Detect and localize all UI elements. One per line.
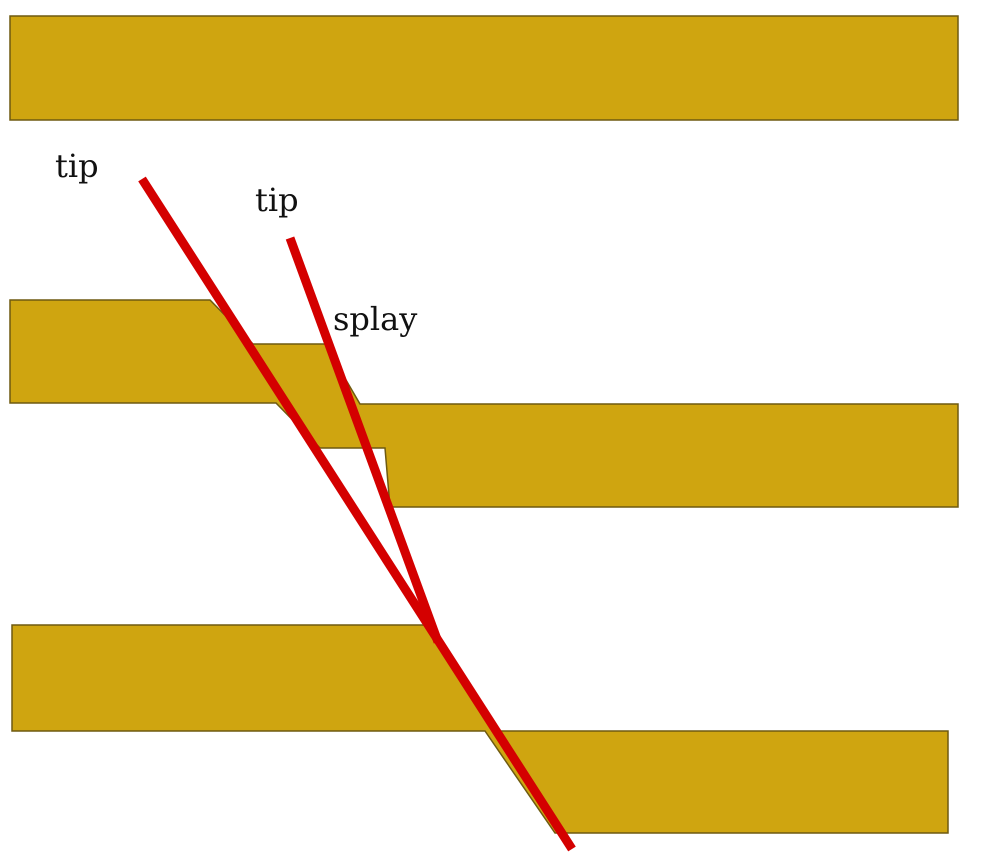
layer-top	[9, 15, 959, 121]
fault-line-splay	[285, 236, 443, 644]
label-splay: splay	[333, 300, 417, 338]
layer-middle-offset	[9, 299, 959, 508]
label-tip-left: tip	[55, 147, 99, 185]
fault-line-main	[138, 176, 576, 852]
label-tip-right: tip	[255, 181, 299, 219]
layer-bottom-offset	[11, 624, 949, 834]
